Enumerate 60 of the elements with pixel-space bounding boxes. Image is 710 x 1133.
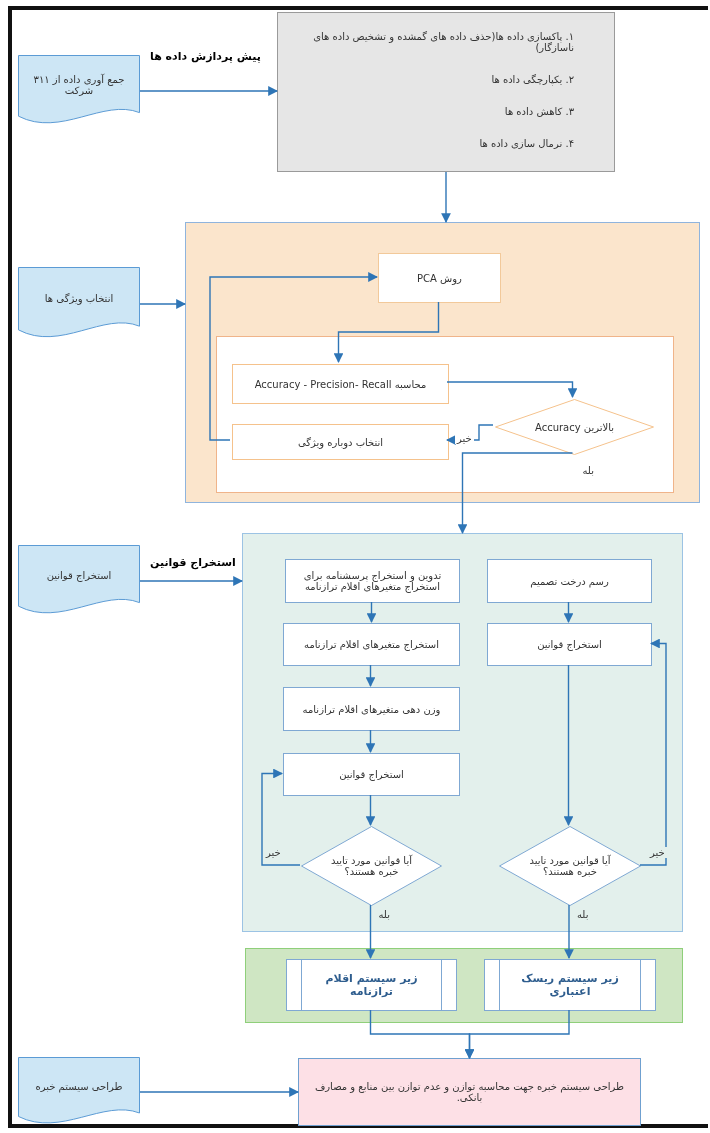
arrow [564, 904, 574, 959]
decision-diamond [301, 826, 442, 906]
arrow [139, 1087, 299, 1097]
decision-diamond [495, 399, 654, 455]
list-item: ۳. کاهش داده ها [504, 106, 574, 117]
process-box: وزن دهی متغیرهای اقلام ترازنامه [283, 687, 460, 731]
decision-diamond [499, 826, 641, 906]
arrow [365, 794, 376, 826]
group-panel [216, 336, 674, 493]
list-item: ۱. پاکسازی داده ها(حذف داده های گمشده و تشخیص داده های ناسازگار) [312, 31, 574, 53]
group-panel [242, 533, 683, 932]
process-box: انتخاب دوباره ویژگی [232, 424, 449, 460]
decision-label: آیا قوانین مورد تایید خبره هستند؟ [330, 855, 414, 877]
arrow [639, 638, 667, 866]
arrow [366, 601, 377, 623]
arrow [139, 299, 186, 309]
arrow [441, 171, 451, 223]
document-label: انتخاب ویژگی ها [44, 292, 114, 304]
arrow [139, 86, 278, 96]
list-item: ۲. یکپارچگی داده ها [491, 74, 574, 85]
process-box: طراحی سیستم خبره جهت محاسبه توازن و عدم توازن بین منابع و مصارف بانکی. [298, 1058, 641, 1126]
group-panel [245, 948, 683, 1023]
arrow [563, 664, 574, 826]
arrow [209, 272, 378, 441]
arrow [563, 601, 574, 623]
section-heading: پیش پردازش داده ها [150, 50, 261, 63]
process-box: رسم درخت تصمیم [487, 559, 652, 603]
arrow [333, 301, 440, 363]
document-label: طراحی سیستم خبره [35, 1080, 123, 1092]
edge-label: خیر [648, 847, 667, 858]
document-shape [18, 1057, 140, 1127]
arrow [446, 381, 578, 398]
arrow [457, 452, 574, 534]
process-box: استخراج متغیرهای اقلام ترازنامه [283, 623, 460, 666]
arrow [365, 729, 376, 753]
edge-label: بله [575, 909, 591, 920]
decision-label: آیا قوانین مورد تایید خبره هستند؟ [528, 855, 612, 877]
subprocess-box: زیر سیستم ریسک اعتباری [484, 959, 656, 1011]
edge-label: خیر [455, 433, 474, 444]
group-panel [185, 222, 700, 503]
subprocess-box: زیر سیستم اقلام ترازنامه [286, 959, 457, 1011]
arrow [464, 1009, 570, 1059]
arrow [365, 904, 376, 959]
edge-label: خیر [264, 847, 283, 858]
edge-label: بله [580, 465, 596, 476]
process-box [277, 12, 615, 172]
section-heading: استخراج قوانین [150, 556, 236, 569]
process-box: روش PCA [378, 253, 501, 303]
arrow [261, 768, 301, 866]
arrow [365, 664, 376, 687]
document-label: جمع آوری داده از ۳۱۱ شرکت [32, 74, 126, 96]
list-item: ۴. نرمال سازی داده ها [479, 138, 574, 149]
process-box: استخراج قوانین [487, 623, 652, 666]
document-label: استخراج قوانین [46, 569, 112, 581]
decision-label: بالاترین Accuracy [534, 421, 615, 433]
process-box: تدوین و استخراج پرسشنامه برای استخراج متغیرهای اقلام ترازنامه [285, 559, 460, 603]
edge-label: بله [376, 909, 392, 920]
arrow [139, 576, 243, 586]
process-box: محاسبه Accuracy - Precision- Recall [232, 364, 449, 404]
process-box: استخراج قوانین [283, 753, 460, 796]
